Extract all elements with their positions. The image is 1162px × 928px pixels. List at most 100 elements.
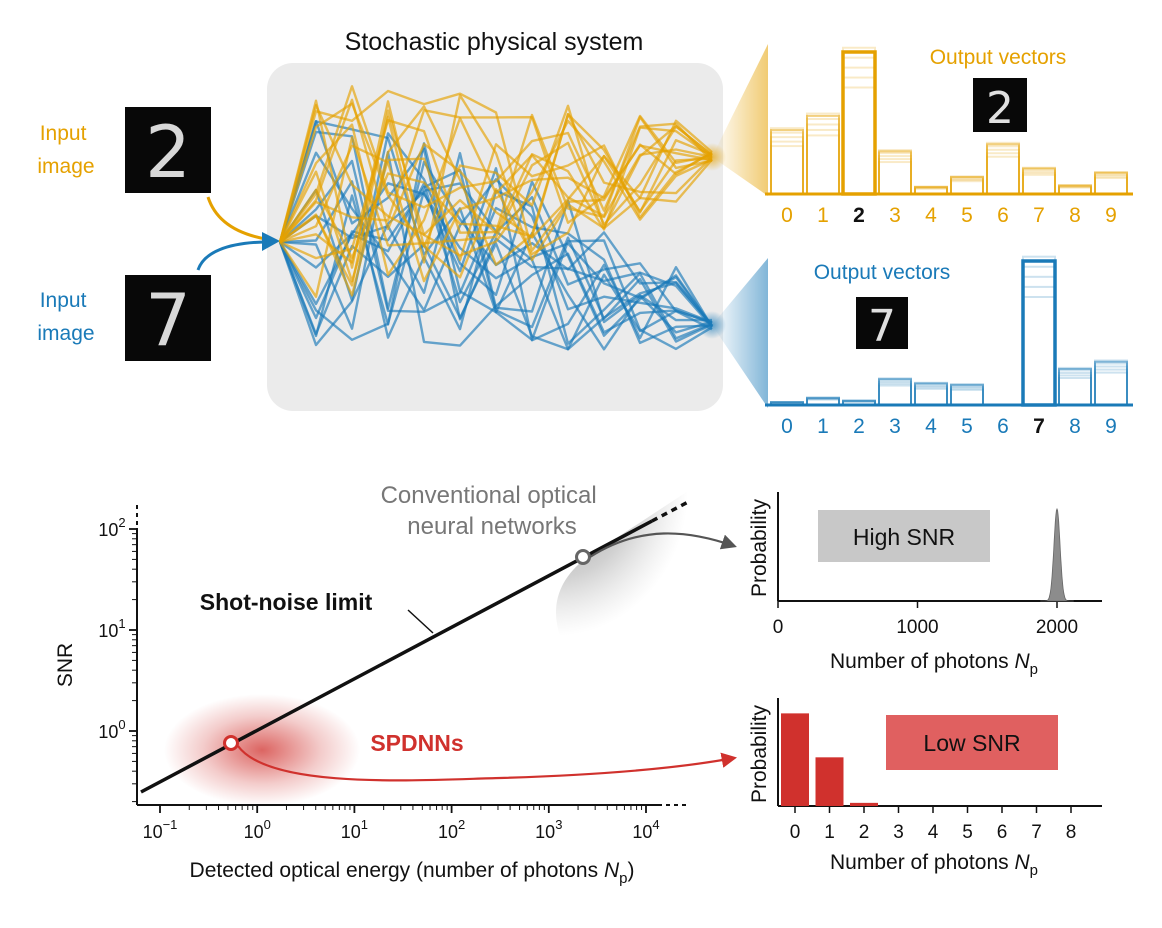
histogram-bar-ghost	[914, 387, 948, 406]
low-snr-bar	[850, 802, 878, 806]
histogram-label: 4	[925, 415, 937, 438]
histogram-bar-ghost	[842, 46, 876, 195]
output-image-7: 7	[856, 297, 908, 352]
high-snr-ylabel: Probability	[748, 498, 771, 597]
low-snr-xlabel: Number of photons Np	[830, 851, 1038, 879]
histogram-bar-ghost	[878, 158, 912, 195]
histogram-bar-ghost	[842, 86, 876, 195]
high-snr-xlabel-sub: p	[1030, 661, 1038, 678]
high-snr-xlabel-text: Number of photons	[830, 650, 1014, 673]
low-snr-xlabel-text: Number of photons	[830, 851, 1014, 874]
histogram-bar-ghost	[986, 152, 1020, 196]
high-snr-xlabel-var: N	[1014, 650, 1030, 673]
trajectory	[278, 99, 713, 269]
spdnn-label: SPDNNs	[370, 730, 463, 756]
shot-noise-leader	[407, 609, 434, 634]
input-arrow-blue	[196, 240, 265, 271]
histogram-bar-ghost	[1022, 255, 1056, 406]
output-digit-7: 7	[868, 301, 896, 352]
histogram-label: 7	[1033, 415, 1045, 438]
histogram-bar	[770, 129, 804, 196]
conventional-label-line1: Conventional optical	[381, 482, 597, 509]
output-label-top: Output vectors	[930, 46, 1067, 69]
snr-xlabel: Detected optical energy (number of photo…	[190, 859, 635, 887]
histogram-label: 5	[961, 415, 973, 438]
x-tick-label: 104	[632, 817, 659, 842]
trajectory	[278, 89, 713, 252]
histogram-label: 4	[925, 204, 937, 227]
histogram-bar	[806, 114, 840, 195]
histogram-label: 6	[997, 204, 1009, 227]
histogram-bar-ghost	[1094, 175, 1128, 195]
conventional-label-line2: neural networks	[407, 513, 576, 540]
fan-blue	[712, 258, 768, 408]
low-snr-bar	[781, 713, 809, 806]
snr-xlabel-sub: p	[619, 870, 627, 887]
trajectory	[279, 105, 713, 297]
fan-orange	[712, 44, 768, 196]
high-snr-tick-label: 0	[773, 617, 784, 638]
snr-ylabel: SNR	[54, 643, 77, 687]
trajectory	[279, 159, 713, 345]
input-arrowhead	[262, 232, 280, 251]
histogram-bar-ghost	[1058, 377, 1092, 406]
output-label-bottom: Output vectors	[814, 261, 951, 284]
x-tick-label: 101	[341, 817, 368, 842]
high-snr-box	[818, 510, 990, 562]
histogram-bar-ghost	[770, 140, 804, 196]
histogram-bar-ghost	[914, 386, 948, 406]
histogram-bar-ghost	[878, 384, 912, 406]
low-snr-box	[886, 715, 1058, 770]
low-snr-ylabel: Probability	[748, 704, 771, 803]
histogram-bar-ghost	[950, 388, 984, 407]
histogram-bar	[914, 185, 948, 195]
histogram-bar	[842, 399, 876, 406]
low-snr-bars	[781, 713, 878, 806]
trajectory	[278, 104, 713, 243]
histogram-bar-ghost	[1094, 177, 1128, 195]
input-label-bottom-line2: image	[37, 322, 94, 345]
histogram-bar-ghost	[950, 387, 984, 407]
histogram-label: 7	[1033, 204, 1045, 227]
input-arrow-orange	[206, 196, 267, 241]
histogram-label: 8	[1069, 204, 1081, 227]
input-image-2: 2	[125, 107, 211, 194]
trajectory	[279, 151, 712, 324]
histogram-label: 3	[889, 415, 901, 438]
histogram-label: 2	[853, 415, 865, 438]
histogram-label: 8	[1069, 415, 1081, 438]
histogram-bar	[841, 50, 877, 196]
shot-noise-label: Shot-noise limit	[200, 589, 373, 615]
histogram-bar-ghost	[806, 112, 840, 195]
arrow-to-low-snr	[237, 745, 738, 782]
high-snr-distribution	[1040, 507, 1074, 602]
histogram-label: 1	[817, 204, 829, 227]
histogram-label: 0	[781, 415, 793, 438]
histogram-bar	[770, 401, 804, 406]
low-snr-tick-label: 6	[997, 822, 1008, 843]
y-tick-label: 101	[98, 616, 125, 641]
glow-orange	[698, 143, 726, 171]
low-snr-tick-label: 2	[859, 822, 870, 843]
input-label-bottom-line1: Input	[40, 289, 87, 312]
high-snr-tick-label: 2000	[1036, 617, 1078, 638]
histogram-bar-ghost	[1022, 296, 1056, 406]
low-snr-tick-label: 8	[1066, 822, 1077, 843]
spdnn-cloud	[164, 694, 360, 806]
low-snr-tick-label: 5	[962, 822, 973, 843]
input-digit-7: 7	[145, 278, 191, 362]
input-label-top-line1: Input	[40, 122, 87, 145]
histogram-bar-ghost	[950, 180, 984, 196]
y-tick-label: 100	[98, 717, 125, 742]
trajectory	[278, 151, 713, 324]
trajectory	[278, 167, 714, 347]
histogram-bar	[914, 382, 948, 406]
snr-xlabel-var: N	[604, 859, 620, 882]
